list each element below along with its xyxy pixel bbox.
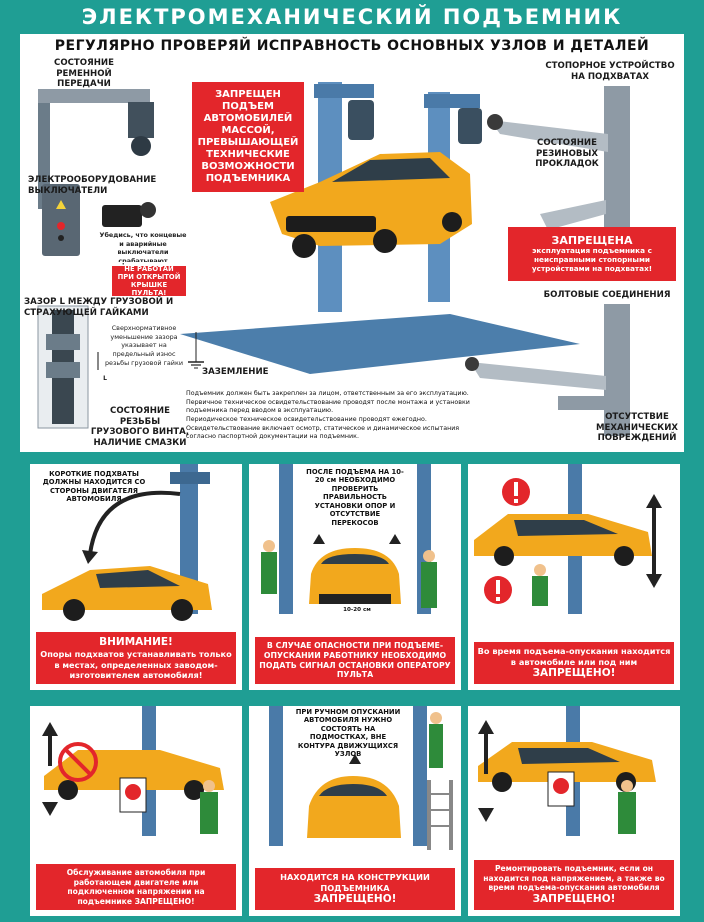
ground-icon bbox=[188, 332, 204, 369]
stopper-arm-icon bbox=[487, 86, 630, 230]
power-warning-icon bbox=[553, 778, 569, 794]
panel-6-illustration bbox=[478, 706, 656, 836]
panel-5-bubble: ПРИ РУЧНОМ ОПУСКАНИИ АВТОМОБИЛЯ НУЖНО СО… bbox=[295, 708, 401, 759]
stopper-label: СТОПОРНОЕ УСТРОЙСТВО НА ПОДХВАТАХ bbox=[545, 61, 675, 82]
lift-illustration bbox=[37, 82, 630, 436]
bolted-column-icon bbox=[465, 304, 630, 436]
panel-3-illustration bbox=[474, 464, 662, 614]
panel-short-arms: КОРОТКИЕ ПОДХВАТЫ ДОЛЖНЫ НАХОДИТСЯ СО СТ… bbox=[30, 464, 242, 690]
screw-label: СОСТОЯНИЕ РЕЗЬБЫ ГРУЗОВОГО ВИНТА, НАЛИЧИ… bbox=[90, 406, 190, 449]
panel-5-illustration bbox=[269, 706, 453, 850]
inspection-notes: Подъемник должен быть закреплен за лицом… bbox=[186, 390, 470, 441]
electro-label: ЭЛЕКТРООБОРУДОВАНИЕ ВЫКЛЮЧАТЕЛИ bbox=[28, 175, 157, 196]
scaffold-icon bbox=[427, 780, 431, 850]
bolts-label: БОЛТОВЫЕ СОЕДИНЕНИЯ bbox=[543, 290, 671, 300]
worker-icon-2 bbox=[421, 562, 437, 608]
poster-title-bar: ЭЛЕКТРОМЕХАНИЧЕСКИЙ ПОДЪЕМНИК bbox=[0, 0, 704, 34]
open-cover-warning: НЕ РАБОТАЙ ПРИ ОТКРЫТОЙ КРЫШКЕ ПУЛЬТА! bbox=[111, 261, 187, 301]
belt-drive-icon bbox=[38, 89, 154, 209]
stopper-forbidden-box: ЗАПРЕЩЕНА эксплуатация подъемника с неис… bbox=[508, 227, 676, 281]
panel-1-illustration bbox=[42, 464, 212, 621]
inspection-panel: РЕГУЛЯРНО ПРОВЕРЯЙ ИСПРАВНОСТЬ ОСНОВНЫХ … bbox=[20, 34, 684, 452]
car-on-lift-icon bbox=[270, 152, 472, 258]
panel-repair-under-power: Ремонтировать подъемник, если он находит… bbox=[468, 706, 680, 916]
panel-1-bubble: КОРОТКИЕ ПОДХВАТЫ ДОЛЖНЫ НАХОДИТСЯ СО СТ… bbox=[42, 470, 146, 504]
panel-2-illustration bbox=[261, 464, 437, 614]
main-lift-icon bbox=[180, 82, 580, 374]
panel-6-caption: Ремонтировать подъемник, если он находит… bbox=[474, 860, 674, 910]
inspection-subtitle: РЕГУЛЯРНО ПРОВЕРЯЙ ИСПРАВНОСТЬ ОСНОВНЫХ … bbox=[54, 38, 650, 54]
gap-note: Сверхнормативное уменьшение зазора указы… bbox=[105, 324, 183, 367]
panel-2-caption: В СЛУЧАЕ ОПАСНОСТИ ПРИ ПОДЪЕМЕ-ОПУСКАНИИ… bbox=[255, 637, 455, 684]
pads-label: СОСТОЯНИЕ РЕЗИНОВЫХ ПРОКЛАДОК bbox=[535, 138, 599, 170]
panel-4-illustration bbox=[42, 706, 224, 836]
prohibited-icon bbox=[58, 742, 98, 782]
panel-1-caption: ВНИМАНИЕ! Опоры подхватов устанавливать … bbox=[36, 632, 236, 684]
gap-marker: L bbox=[103, 375, 107, 382]
overweight-warning: ЗАПРЕЩЕН ПОДЪЕМ АВТОМОБИЛЕЙ МАССОЙ, ПРЕВ… bbox=[192, 82, 304, 192]
panel-5-caption: НАХОДИТСЯ НА КОНСТРУКЦИИ ПОДЪЕМНИКА ЗАПР… bbox=[255, 868, 455, 910]
gap-label: ЗАЗОР L МЕЖДУ ГРУЗОВОЙ И СТРАХУЮЩЕЙ ГАЙК… bbox=[24, 297, 174, 318]
control-box-icon bbox=[42, 184, 156, 256]
ground-label: ЗАЗЕМЛЕНИЕ bbox=[202, 367, 269, 377]
screw-assembly-icon bbox=[37, 305, 99, 429]
panel-no-person-under: Во время подъема-опускания находится в а… bbox=[468, 464, 680, 690]
belt-label: СОСТОЯНИЕ РЕМЕННОЙ ПЕРЕДАЧИ bbox=[54, 58, 114, 90]
panel-4-caption: Обслуживание автомобиля при работающем д… bbox=[36, 864, 236, 910]
panel-engine-running: Обслуживание автомобиля при работающем д… bbox=[30, 706, 242, 916]
poster-title: ЭЛЕКТРОМЕХАНИЧЕСКИЙ ПОДЪЕМНИК bbox=[81, 5, 623, 29]
panel-manual-lowering: ПРИ РУЧНОМ ОПУСКАНИИ АВТОМОБИЛЯ НУЖНО СО… bbox=[249, 706, 461, 916]
worker-icon bbox=[261, 552, 277, 594]
damage-label: ОТСУТСТВИЕ МЕХАНИЧЕСКИХ ПОВРЕЖДЕНИЙ bbox=[595, 412, 679, 444]
panel-check-supports: ПОСЛЕ ПОДЪЕМА НА 10-20 см НЕОБХОДИМО ПРО… bbox=[249, 464, 461, 690]
panel-2-measure: 10-20 см bbox=[343, 607, 371, 613]
panel-3-caption: Во время подъема-опускания находится в а… bbox=[474, 642, 674, 684]
power-warning-icon bbox=[125, 784, 141, 800]
panel-2-bubble: ПОСЛЕ ПОДЪЕМА НА 10-20 см НЕОБХОДИМО ПРО… bbox=[306, 468, 404, 527]
